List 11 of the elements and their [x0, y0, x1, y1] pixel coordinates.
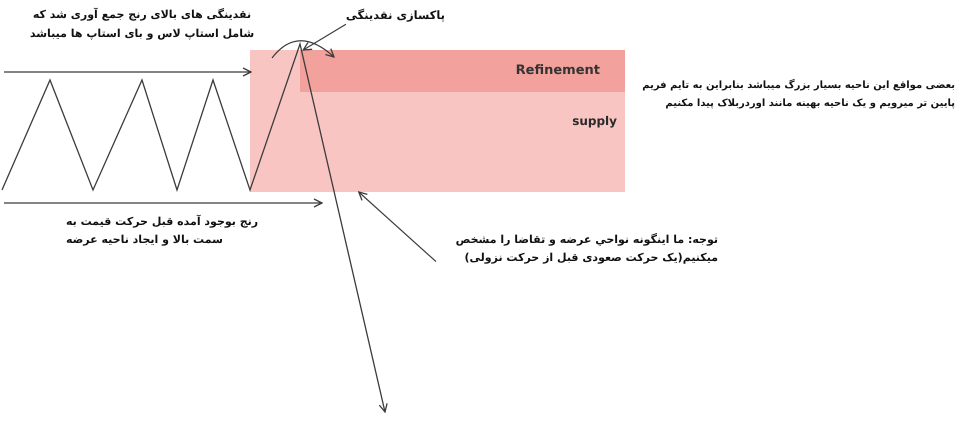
annotation-text: پاکسازی نقدینگی [346, 7, 445, 24]
supply-zone [250, 50, 625, 192]
annotation-text: توجه: ما اینگونه نواحي عرضه و تقاضا را مشخص میکنیم(یک حرکت صعودی قبل از حرکت نزولی) [436, 231, 718, 267]
leader-arrow [302, 24, 346, 51]
zone-label: Refinement [516, 62, 600, 80]
refinement-zone [300, 50, 625, 92]
zone-label: supply [572, 113, 617, 130]
leader-arrow [358, 191, 436, 262]
annotation-text: رنج بوجود آمده قبل حرکت قیمت به سمت بالا و ایجاد ناحیه عرضه [66, 214, 260, 248]
annotation-text: نقدینگی های بالای رنج جمع آوری شد که شامل استاپ لاس و بای استاپ ها میباشد [28, 6, 256, 42]
annotation-text: بعضی مواقع این ناحیه بسیار بزرگ میباشد بنابراین به تایم فریم پایین تر میرویم و یک ناحیه بهینه مانند اوردربلاک پیدا مکنیم [641, 78, 955, 111]
